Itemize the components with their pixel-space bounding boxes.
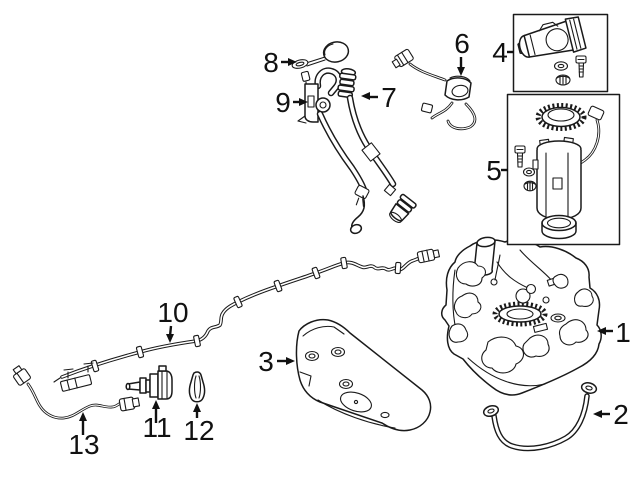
callout-9-label: 9 (275, 87, 291, 118)
fuel-pump-module (532, 136, 582, 220)
module-seal-ring (541, 214, 577, 240)
fuel-line-bracket (53, 362, 94, 392)
callout-12-label: 12 (183, 415, 214, 446)
pump-grommet (555, 74, 571, 86)
filler-neck-end (389, 193, 417, 224)
callout-2-label: 2 (613, 399, 629, 430)
shield-grommets (304, 346, 354, 390)
callout-11: 11 (142, 400, 172, 443)
harness-6-sensor (444, 75, 472, 101)
fuel-tank-drawing (441, 236, 602, 396)
harness-6-small-connector (420, 102, 434, 114)
leak-detection-pump (517, 16, 587, 58)
callout-1: 1 (597, 317, 631, 348)
callout-3: 3 (258, 346, 295, 377)
callout-9: 9 (275, 87, 308, 118)
fuel-pump-module-kit-box (506, 93, 621, 246)
fuel-cap-drawing (291, 41, 350, 69)
fuel-tank-strap-drawing (482, 382, 598, 452)
shield-recess (339, 391, 373, 413)
fuel-cap (322, 41, 350, 63)
pump-bolt (575, 55, 587, 78)
tank-pump-ring (492, 301, 548, 327)
filler-neck-band (361, 142, 381, 162)
fuel-line-connector (416, 248, 440, 264)
callout-7-label: 7 (381, 82, 397, 113)
fuel-line-clips (90, 256, 402, 373)
bracket-grommet (315, 97, 331, 113)
callout-2: 2 (593, 399, 629, 430)
callout-5-label: 5 (486, 155, 502, 186)
callout-13: 13 (68, 412, 100, 460)
callout-7: 7 (361, 82, 397, 113)
harness-13-connector-right (118, 396, 141, 412)
tube-clamp (354, 184, 370, 207)
pump-lock-ring (535, 103, 587, 131)
module-bolt (514, 145, 526, 168)
module-grommet (523, 180, 537, 192)
harness-13-connector-left (12, 365, 31, 386)
callout-5: 5 (486, 155, 508, 186)
callout-10-label: 10 (157, 297, 188, 328)
harness-13-drawing (12, 365, 141, 420)
callout-8: 8 (263, 47, 297, 78)
callout-1-label: 1 (615, 317, 631, 348)
strap-eyelet-left (482, 404, 500, 418)
fuel-line-drawing (53, 248, 440, 392)
strap-eyelet-right (580, 382, 598, 394)
skid-plate-drawing (295, 318, 432, 432)
vent-tube-end (349, 223, 363, 235)
callout-6: 6 (454, 28, 470, 76)
callout-4: 4 (492, 37, 514, 68)
filler-neck-ribs (337, 68, 357, 99)
callout-8-label: 8 (263, 47, 279, 78)
hose-clamp-drawing (188, 371, 206, 403)
filler-neck-drawing (337, 68, 417, 224)
callout-10: 10 (157, 297, 189, 343)
callout-3-label: 3 (258, 346, 274, 377)
leak-detection-pump-kit-box (512, 13, 609, 93)
tank-surface-patches (448, 261, 594, 374)
module-o-ring (522, 167, 536, 177)
pump-washer (553, 61, 569, 71)
harness-6-connector (391, 48, 414, 69)
purge-valve-drawing (125, 365, 173, 400)
wiring-harness-6-drawing (391, 48, 477, 131)
filler-bracket-drawing (297, 67, 370, 235)
callout-4-label: 4 (492, 37, 508, 68)
callouts: 1 2 3 4 5 6 7 (68, 28, 630, 460)
callout-6-label: 6 (454, 28, 470, 59)
callout-12: 12 (183, 403, 215, 446)
